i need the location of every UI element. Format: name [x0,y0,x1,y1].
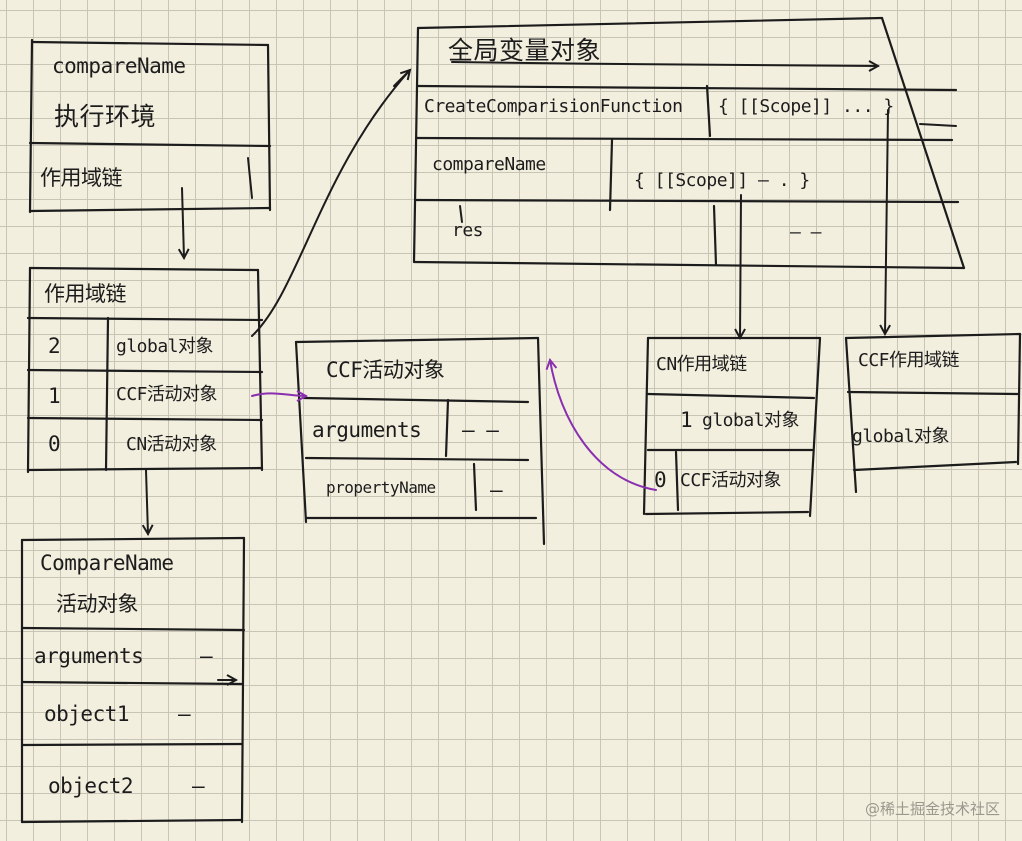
cn-scope-chain-title: CN作用域链 [656,354,747,375]
scope-chain-box [26,266,264,474]
ccf-activation-row-name: arguments [312,418,422,442]
compare-activation-name: CompareName [40,551,174,575]
global-variable-object-title: 全局变量对象 [448,36,602,65]
global-variable-row-value: { [[Scope]] ... } [718,96,894,117]
ccf-activation-row-name: propertyName [326,478,436,497]
cn-scope-chain-index: 1 [680,408,693,432]
ccf-activation-row-value: — [490,478,503,502]
global-variable-object-box [412,16,966,270]
execution-context-box [28,38,272,214]
scope-chain-index: 1 [48,384,61,408]
global-variable-row-name: res [452,220,484,241]
watermark: @稀土掘金技术社区 [864,800,1000,818]
compare-activation-row-value: — [192,774,205,798]
compare-activation-label: 活动对象 [56,592,139,616]
ccf-scope-chain-value: global对象 [852,426,950,447]
global-variable-row-value: — — [790,222,822,243]
scope-chain-value: CCF活动对象 [116,384,218,405]
execution-context-scope-row: 作用域链 [40,166,123,190]
execution-context-label: 执行环境 [54,102,157,131]
ccf-activation-title: CCF活动对象 [326,358,445,382]
global-variable-row-name: compareName [432,154,546,175]
compare-activation-row-name: arguments [34,644,144,668]
scope-chain-title: 作用域链 [44,282,127,306]
global-variable-row-value: { [[Scope]] — . } [634,170,810,191]
compare-activation-row-value: — [178,702,191,726]
compare-activation-box [20,536,246,824]
cn-scope-chain-value: global对象 [702,410,800,431]
scope-chain-value: CN活动对象 [126,434,217,455]
cn-scope-chain-index: 0 [654,468,667,492]
execution-context-name: compareName [52,54,186,78]
global-variable-row-name: CreateComparisionFunction [424,96,683,117]
cn-scope-chain-value: CCF活动对象 [680,470,782,491]
ccf-scope-chain-box [844,332,1022,494]
scope-chain-index: 2 [48,334,61,358]
compare-activation-row-name: object2 [48,774,134,798]
purple-arrows [251,360,657,491]
scope-chain-index: 0 [48,432,61,456]
connector-arrows [146,62,957,680]
ccf-activation-row-value: — — [462,418,499,442]
compare-activation-row-value: — [200,644,213,668]
compare-activation-row-name: object1 [44,702,130,726]
cn-scope-chain-box [642,336,822,518]
ccf-scope-chain-title: CCF作用域链 [858,350,960,371]
scope-chain-value: global对象 [116,336,214,357]
ccf-activation-box [294,336,546,546]
